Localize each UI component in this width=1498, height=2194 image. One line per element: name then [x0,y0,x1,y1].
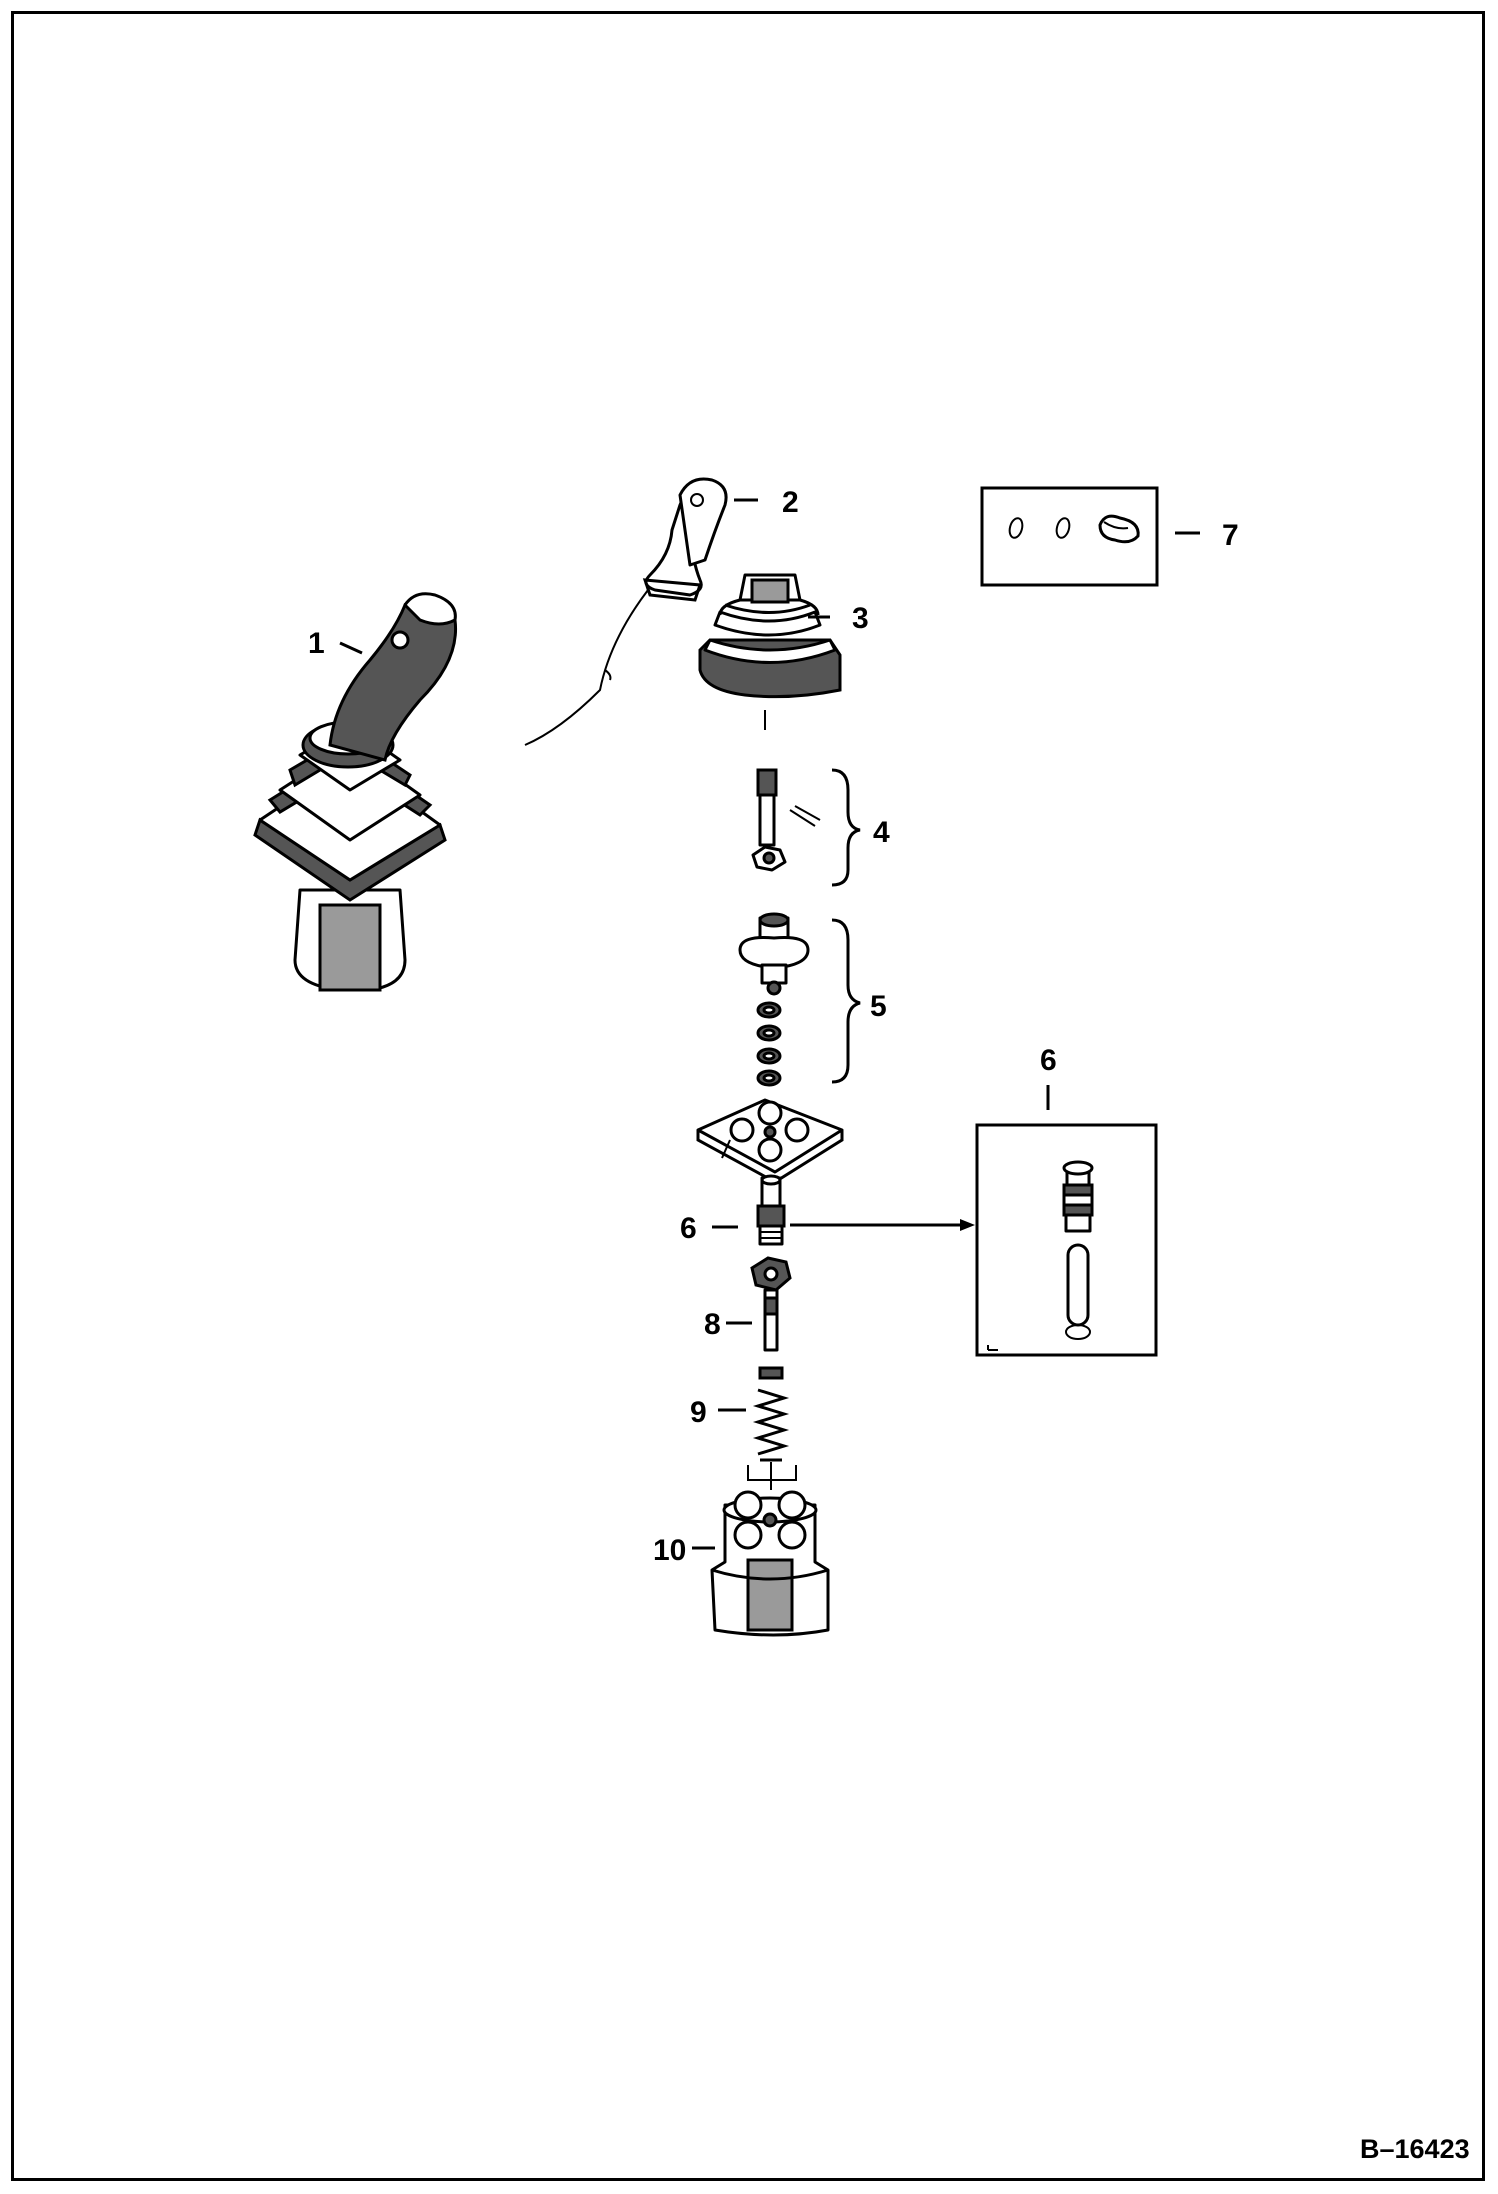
part-3-boot [698,573,842,730]
callout-1: 1 [308,627,325,660]
part-2-handle-grip [524,477,728,746]
part-10-body-casing [710,1490,830,1637]
callout-6: 6 [680,1212,697,1245]
mounting-plate [696,1098,844,1184]
part-4-pin-set [751,768,861,887]
part-6-valve-seat [756,1174,786,1246]
callout-10: 10 [653,1534,686,1567]
page-border [11,11,1485,2181]
callout-6-box: 6 [1040,1044,1057,1077]
callout-3: 3 [852,602,869,635]
part-6-detail-box [975,1123,1158,1357]
callout-8: 8 [704,1308,721,1341]
part-1-joystick-assembly [253,592,458,992]
callout-2: 2 [782,486,799,519]
leader-lines [339,498,1200,1550]
callout-5: 5 [870,990,887,1023]
callout-4: 4 [873,816,890,849]
callout-7: 7 [1222,519,1239,552]
part-8-nut-stem [750,1256,792,1352]
part-5-plunger-set [738,912,861,1087]
callouts: 1 2 3 4 5 6 6 7 8 9 10 [308,486,1239,1567]
part-9-spring [747,1366,797,1490]
reference-number: B–16423 [1360,2134,1470,2164]
part-7-kit-box [980,486,1159,587]
callout-9: 9 [690,1396,707,1429]
